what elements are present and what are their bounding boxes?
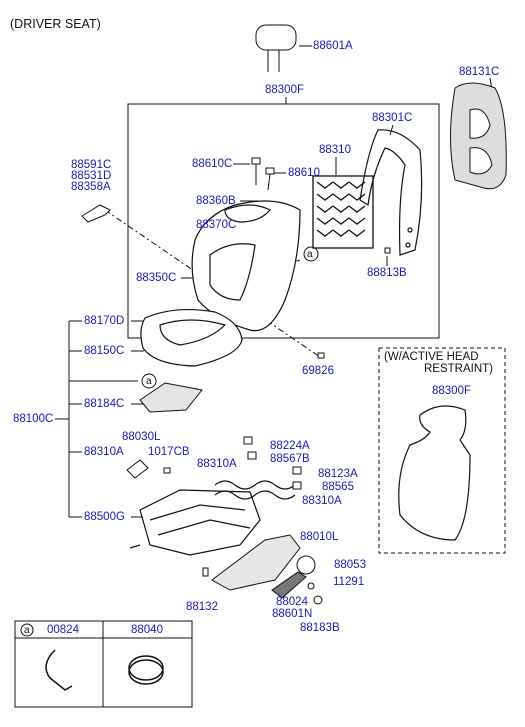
- label-88565: 88565: [322, 481, 354, 493]
- label-88500G: 88500G: [84, 511, 125, 523]
- label-1017CB: 1017CB: [148, 446, 190, 458]
- side-cover-part: [211, 534, 301, 591]
- label-88591C: 88591C: [71, 159, 112, 171]
- seat-cushion-part: [140, 308, 243, 367]
- label-88184C: 88184C: [84, 398, 125, 410]
- label-88601A: 88601A: [313, 40, 353, 52]
- label-88300F-active: 88300F: [432, 385, 472, 397]
- label-69826: 69826: [302, 365, 334, 377]
- label-88370C: 88370C: [196, 219, 237, 231]
- label-88310A-right: 88310A: [302, 495, 342, 507]
- band-icon: [128, 659, 164, 685]
- label-88224A: 88224A: [270, 440, 310, 452]
- lever-part: [81, 204, 111, 223]
- headrest-part: [255, 24, 297, 72]
- wire-springs-part: [214, 480, 296, 500]
- label-88301C: 88301C: [372, 112, 413, 124]
- label-88567B: 88567B: [270, 453, 310, 465]
- seat-pad-part: [139, 382, 203, 413]
- label-88183B: 88183B: [300, 622, 340, 634]
- label-88030L: 88030L: [122, 431, 161, 443]
- legend-illustrations: [45, 649, 164, 691]
- label-88813B: 88813B: [367, 267, 407, 279]
- callout-a-lower: a: [146, 376, 152, 387]
- back-pad-part: [450, 82, 507, 190]
- label-88531D: 88531D: [71, 170, 112, 182]
- knob-part: [296, 555, 316, 575]
- label-88170D: 88170D: [84, 315, 125, 327]
- seatback-cover-part: [191, 200, 301, 332]
- back-frame-part: [359, 129, 423, 256]
- label-88123A: 88123A: [318, 468, 358, 480]
- label-88610: 88610: [288, 167, 320, 179]
- callout-a-upper: a: [307, 249, 313, 260]
- active-headrest-box: [378, 347, 506, 554]
- bolt-parts: [251, 157, 275, 191]
- label-88358A: 88358A: [71, 181, 111, 193]
- label-88601N: 88601N: [272, 608, 313, 620]
- legend-circle-letter: a: [24, 625, 30, 636]
- label-88100C: 88100C: [13, 413, 54, 425]
- label-88150C: 88150C: [84, 345, 125, 357]
- clip-icon: [45, 649, 73, 691]
- active-seatback-part: [398, 405, 471, 541]
- diagram-title: (DRIVER SEAT): [10, 17, 101, 31]
- label-88310A-left: 88310A: [84, 446, 124, 458]
- label-88024: 88024: [276, 596, 308, 608]
- active-box-title-1: (W/ACTIVE HEAD: [384, 351, 479, 363]
- label-88131C: 88131C: [459, 66, 500, 78]
- label-88132: 88132: [186, 601, 218, 613]
- spring-mat-part: [312, 175, 374, 249]
- handle-part: [271, 571, 307, 599]
- seat-track-part: [129, 489, 261, 556]
- label-88360B: 88360B: [196, 195, 236, 207]
- legend-part-88040: 88040: [131, 624, 163, 636]
- active-box-title-2: RESTRAINT): [424, 363, 493, 375]
- label-88610C: 88610C: [192, 158, 233, 170]
- label-88053: 88053: [334, 559, 366, 571]
- label-88010L: 88010L: [300, 531, 339, 543]
- label-88300F: 88300F: [265, 84, 305, 96]
- label-88310: 88310: [319, 144, 351, 156]
- seatback-frame-box: [127, 103, 440, 339]
- label-88310A-mid: 88310A: [197, 458, 237, 470]
- label-11291: 11291: [333, 576, 365, 588]
- small-hardware: [126, 247, 391, 605]
- label-88350C: 88350C: [136, 272, 177, 284]
- legend-part-00824: 00824: [47, 624, 79, 636]
